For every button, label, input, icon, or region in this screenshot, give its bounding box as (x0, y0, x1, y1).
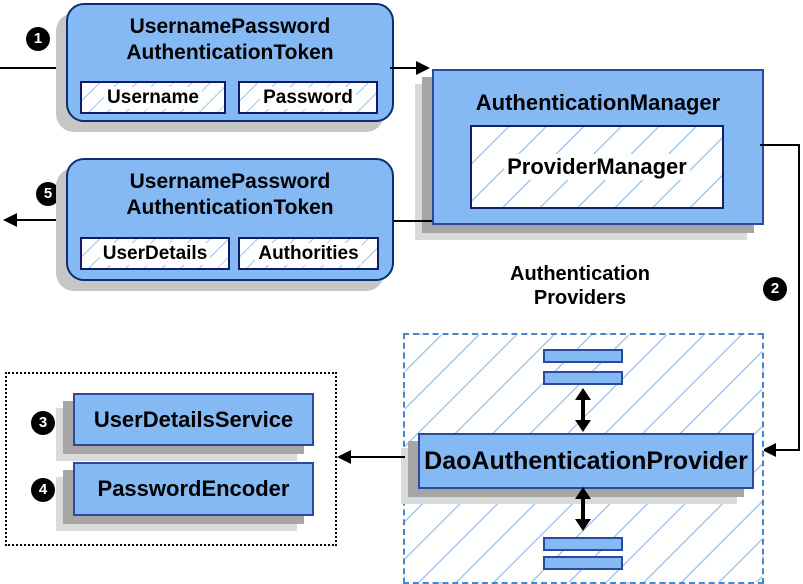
double-arrow-icon (575, 487, 591, 531)
step-5-badge: 5 (36, 182, 60, 206)
step-3-badge: 3 (31, 411, 55, 435)
authentication-providers-heading: Authentication Providers (510, 263, 650, 309)
provider-placeholder-bar (543, 349, 623, 363)
provider-placeholder-bar (543, 371, 623, 385)
user-details-service-label: UserDetailsService (93, 406, 294, 432)
user-details-service-box: UserDetailsService (73, 393, 314, 446)
user-details-field-box: UserDetails (80, 237, 230, 270)
step-1-badge: 1 (26, 27, 50, 51)
authentication-manager-title: AuthenticationManager (475, 90, 721, 115)
username-password-token-request-box: UsernamePassword AuthenticationToken Use… (66, 3, 394, 122)
authorities-label: Authorities (255, 242, 362, 265)
password-label: Password (260, 86, 356, 109)
dao-authentication-provider-label: DaoAuthenticationProvider (424, 446, 748, 475)
dao-authentication-provider-box: DaoAuthenticationProvider (418, 433, 754, 489)
authorities-field-box: Authorities (238, 237, 379, 270)
provider-to-services-line (349, 456, 405, 458)
outgoing-response-arrowhead-icon (3, 213, 17, 227)
token-to-manager-line (390, 67, 418, 69)
username-field-box: Username (80, 81, 226, 114)
manager-to-token-line (390, 220, 432, 222)
step-4-badge: 4 (31, 478, 55, 502)
provider-manager-box: ProviderManager (470, 125, 724, 209)
username-label: Username (104, 86, 202, 109)
provider-placeholder-bar (543, 537, 623, 551)
incoming-request-line (0, 67, 66, 69)
authentication-manager-box: AuthenticationManager ProviderManager (432, 69, 764, 225)
token-response-title: UsernamePassword AuthenticationToken (126, 170, 334, 219)
outgoing-response-line (14, 219, 66, 221)
token-request-title: UsernamePassword AuthenticationToken (126, 15, 334, 64)
provider-placeholder-bar (543, 556, 623, 570)
manager-to-provider-line-top (760, 144, 800, 146)
manager-to-provider-arrowhead-icon (762, 443, 776, 457)
password-field-box: Password (238, 81, 378, 114)
step-2-badge: 2 (763, 277, 787, 301)
username-password-token-response-box: UsernamePassword AuthenticationToken Use… (66, 158, 394, 281)
user-details-label: UserDetails (99, 242, 211, 265)
password-encoder-label: PasswordEncoder (97, 476, 290, 501)
provider-to-services-arrowhead-icon (337, 450, 351, 464)
password-encoder-box: PasswordEncoder (73, 462, 314, 516)
token-to-manager-arrowhead-icon (416, 61, 430, 75)
provider-manager-label: ProviderManager (504, 154, 690, 180)
manager-to-provider-line-vertical (798, 144, 800, 451)
double-arrow-icon (575, 388, 591, 432)
manager-to-provider-line-bottom (776, 449, 800, 451)
